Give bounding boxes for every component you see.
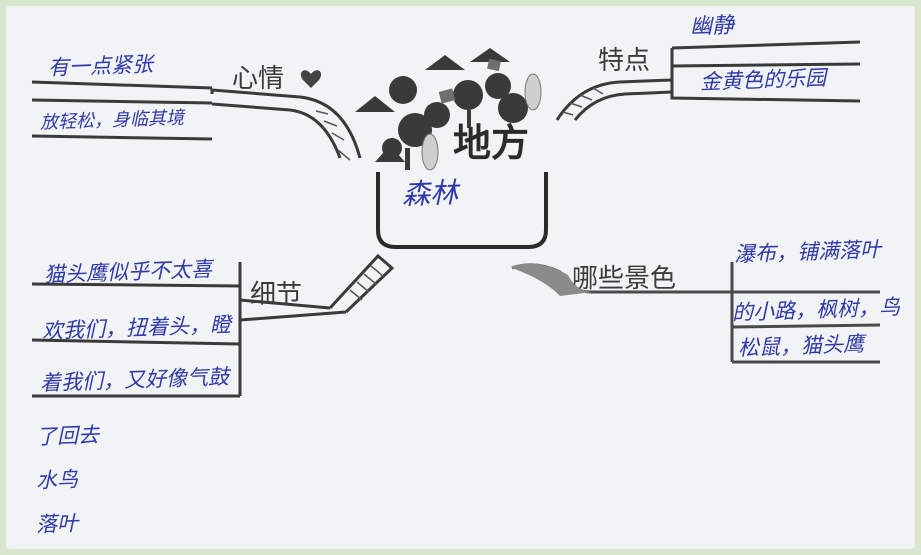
tree-outline: [421, 133, 439, 171]
feature-item: 幽静: [689, 13, 735, 40]
feeling-item: 有一点紧张: [47, 52, 154, 80]
details-item: 了回去: [35, 422, 100, 450]
scenery-item: 松鼠，猫头鹰: [737, 331, 865, 361]
feature-branch: [555, 40, 861, 121]
center-answer: 森林: [401, 176, 459, 211]
center-box: [376, 172, 548, 249]
tree-outline: [524, 73, 542, 111]
details-item: 落叶: [35, 511, 79, 537]
feature-ladder: [562, 87, 604, 116]
details-branch: [31, 253, 395, 398]
feeling-label: 心情: [232, 64, 285, 94]
details-item: 水鸟: [35, 467, 79, 493]
center-title: 地方: [453, 121, 530, 165]
scenery-wedge: [512, 263, 592, 296]
forest-illustration: [355, 48, 528, 170]
heart-icon: [300, 70, 322, 88]
scenery-item: 瀑布，铺满落叶: [733, 237, 882, 267]
feature-label: 特点: [598, 46, 651, 76]
feeling-branch: [31, 80, 362, 159]
scenery-item: 的小路，枫树，鸟: [731, 295, 901, 325]
feeling-ladder: [315, 110, 351, 161]
feeling-item: 放轻松，身临其境: [39, 107, 185, 134]
details-ladder: [349, 265, 384, 301]
details-item: 猫头鹰似乎不太喜: [43, 257, 213, 287]
scenery-label: 哪些景色: [572, 264, 677, 294]
feature-item: 金黄色的乐园: [699, 65, 827, 95]
details-label: 细节: [250, 280, 303, 310]
